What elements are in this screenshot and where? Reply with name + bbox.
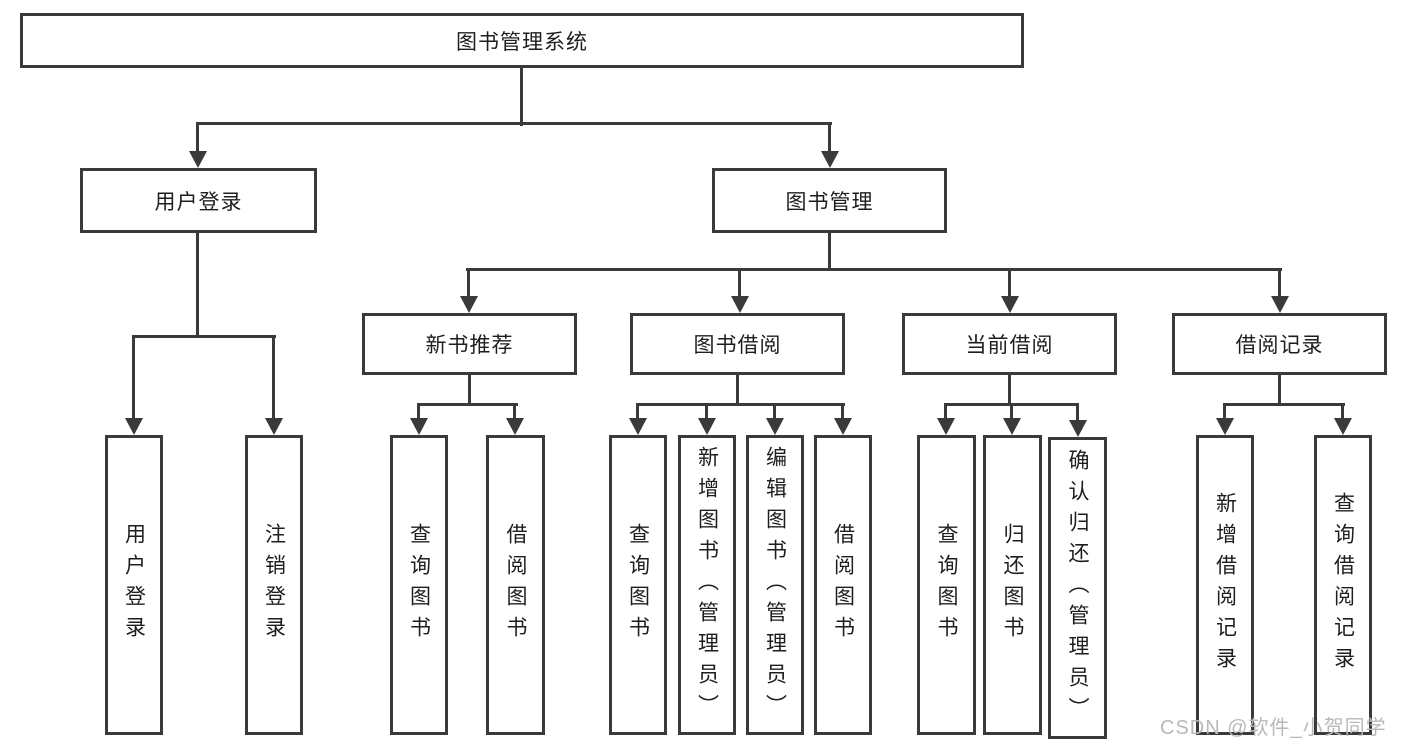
connector-line (1076, 403, 1079, 422)
node-label: 查询图书 (935, 523, 958, 647)
connector-line (1223, 403, 1345, 406)
node-label: 图书管理系统 (456, 30, 588, 54)
leaf-add-books-admin: 新增图书（管理员） (678, 435, 736, 735)
leaf-user-login: 用户登录 (105, 435, 163, 735)
node-label: 查询借阅记录 (1331, 492, 1355, 678)
connector-line (636, 403, 845, 406)
arrowhead-down-icon (265, 418, 283, 435)
connector-line (841, 403, 844, 422)
csdn-watermark: CSDN @软件_小贺同学 (1160, 717, 1387, 739)
arrowhead-down-icon (1271, 296, 1289, 313)
arrowhead-down-icon (731, 296, 749, 313)
connector-line (828, 233, 831, 271)
node-current-borrowing: 当前借阅 (902, 313, 1117, 375)
arrowhead-down-icon (1003, 418, 1021, 435)
arrowhead-down-icon (698, 418, 716, 435)
arrowhead-down-icon (1069, 420, 1087, 437)
arrowhead-down-icon (821, 151, 839, 168)
node-label: 注销登录 (262, 523, 286, 647)
leaf-query-books-current: 查询图书 (917, 435, 976, 735)
connector-line (466, 268, 1282, 271)
connector-line (1010, 403, 1013, 422)
connector-line (520, 68, 523, 126)
connector-line (272, 335, 275, 422)
connector-line (1278, 268, 1281, 300)
arrowhead-down-icon (460, 296, 478, 313)
node-label: 用户登录 (154, 190, 243, 214)
node-label: 当前借阅 (965, 334, 1054, 357)
connector-line (513, 403, 516, 422)
node-user-login: 用户登录 (80, 168, 317, 233)
node-label: 查询图书 (626, 523, 650, 647)
node-book-management: 图书管理 (712, 168, 947, 233)
node-book-borrowing: 图书借阅 (630, 313, 845, 375)
leaf-add-borrow-record: 新增借阅记录 (1196, 435, 1254, 735)
leaf-borrow-books: 借阅图书 (814, 435, 872, 735)
connector-line (636, 403, 639, 422)
connector-line (944, 403, 947, 422)
leaf-logout: 注销登录 (245, 435, 303, 735)
connector-line (1223, 403, 1226, 422)
connector-line (773, 403, 776, 422)
node-label: 归还图书 (1001, 523, 1024, 647)
node-label: 图书借阅 (693, 334, 782, 357)
arrowhead-down-icon (1334, 418, 1352, 435)
leaf-borrow-books-recommend: 借阅图书 (486, 435, 545, 735)
leaf-edit-books-admin: 编辑图书（管理员） (746, 435, 804, 735)
arrowhead-down-icon (629, 418, 647, 435)
arrowhead-down-icon (937, 418, 955, 435)
connector-line (132, 335, 276, 338)
connector-line (1008, 268, 1011, 300)
node-label: 新增借阅记录 (1213, 492, 1237, 678)
arrowhead-down-icon (189, 151, 207, 168)
arrowhead-down-icon (834, 418, 852, 435)
node-label: 编辑图书（管理员） (763, 445, 787, 725)
node-root-library-system: 图书管理系统 (20, 13, 1024, 68)
node-new-book-recommend: 新书推荐 (362, 313, 577, 375)
leaf-query-books-recommend: 查询图书 (390, 435, 448, 735)
arrowhead-down-icon (506, 418, 524, 435)
connector-line (417, 403, 518, 406)
arrowhead-down-icon (766, 418, 784, 435)
node-borrow-records: 借阅记录 (1172, 313, 1387, 375)
node-label: 新增图书（管理员） (695, 445, 719, 725)
connector-line (468, 375, 471, 406)
connector-line (467, 268, 470, 300)
connector-line (828, 122, 831, 155)
connector-line (132, 335, 135, 422)
connector-line (196, 122, 832, 125)
leaf-query-borrow-record: 查询借阅记录 (1314, 435, 1372, 735)
connector-line (736, 375, 739, 406)
node-label: 用户登录 (122, 523, 146, 647)
connector-line (1008, 375, 1011, 406)
node-label: 借阅图书 (504, 523, 527, 647)
arrowhead-down-icon (1216, 418, 1234, 435)
connector-line (738, 268, 741, 300)
connector-line (196, 233, 199, 338)
connector-line (1278, 375, 1281, 406)
node-label: 借阅记录 (1235, 334, 1324, 357)
connector-line (417, 403, 420, 422)
connector-line (705, 403, 708, 422)
connector-line (1341, 403, 1344, 422)
node-label: 新书推荐 (425, 334, 514, 357)
node-label: 借阅图书 (831, 523, 855, 647)
connector-line (196, 122, 199, 155)
leaf-confirm-return-admin: 确认归还（管理员） (1048, 437, 1107, 739)
arrowhead-down-icon (410, 418, 428, 435)
node-label: 确认归还（管理员） (1066, 448, 1089, 728)
arrowhead-down-icon (125, 418, 143, 435)
leaf-query-books-borrow: 查询图书 (609, 435, 667, 735)
arrowhead-down-icon (1001, 296, 1019, 313)
leaf-return-books: 归还图书 (983, 435, 1042, 735)
node-label: 查询图书 (407, 523, 431, 647)
node-label: 图书管理 (785, 190, 874, 214)
